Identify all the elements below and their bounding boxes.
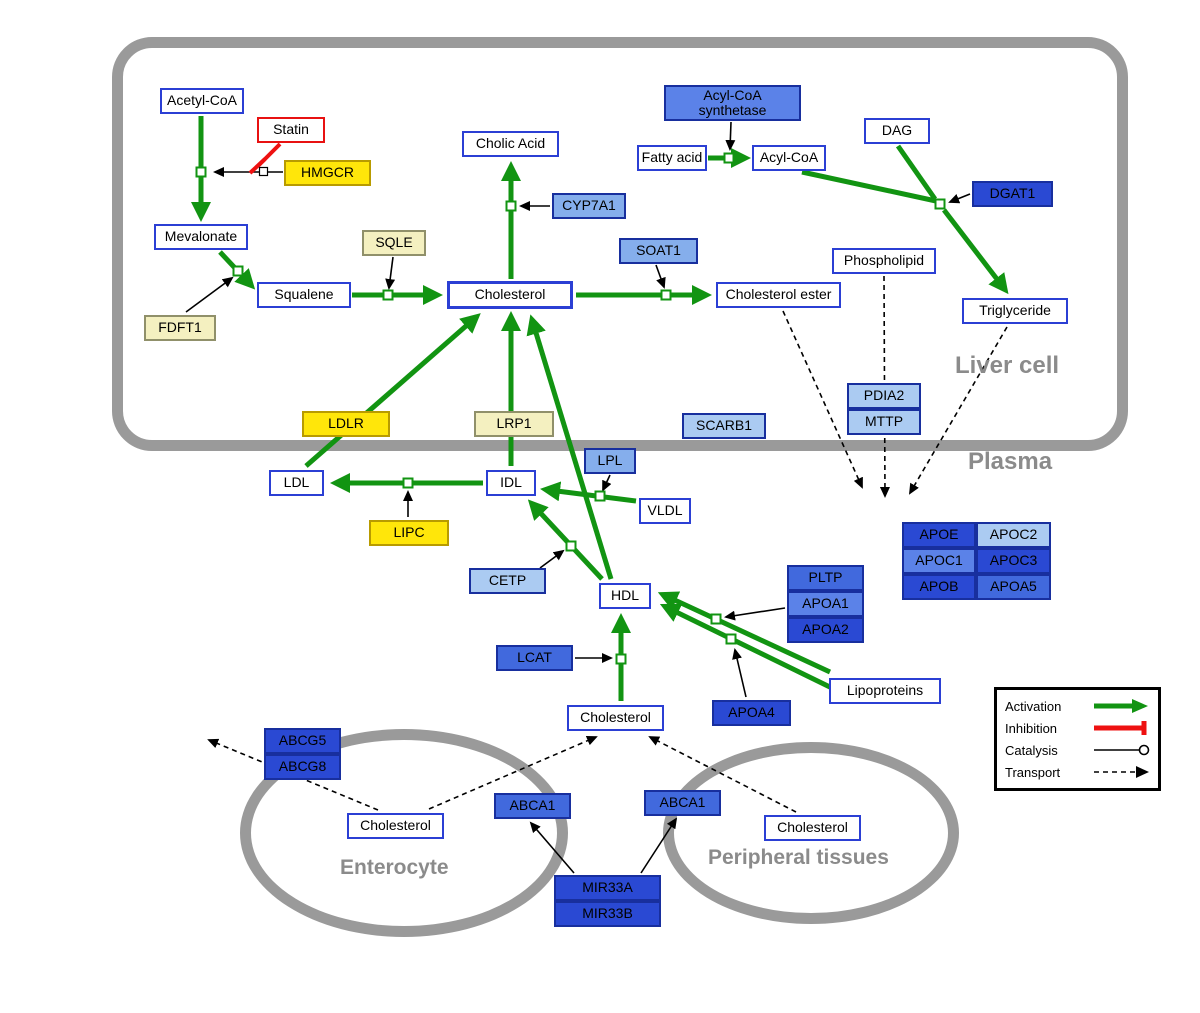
node-ldl[interactable]: LDL [269,470,324,496]
catalysis-line-icon [1094,744,1150,756]
node-lipc[interactable]: LIPC [369,520,449,546]
node-apoc1[interactable]: APOC1 [902,548,976,574]
node-apoa2[interactable]: APOA2 [787,617,864,643]
transport-arrow-icon [1094,766,1149,778]
node-lipoproteins[interactable]: Lipoproteins [829,678,941,704]
legend-row-catalysis: Catalysis [1005,739,1150,761]
node-acyl-coa-synthetase[interactable]: Acyl-CoA synthetase [664,85,801,121]
node-cholesterol-liver[interactable]: Cholesterol [447,281,573,309]
plasma-label: Plasma [968,448,1053,475]
legend-row-transport: Transport [1005,761,1150,783]
activation-arrow-icon [1094,699,1148,713]
node-hmgcr[interactable]: HMGCR [284,160,371,186]
node-acetyl-coa[interactable]: Acetyl-CoA [160,88,244,114]
node-apoa1[interactable]: APOA1 [787,591,864,617]
node-ldlr[interactable]: LDLR [302,411,390,437]
node-phospholipid[interactable]: Phospholipid [832,248,936,274]
node-dgat1[interactable]: DGAT1 [972,181,1053,207]
node-mevalonate[interactable]: Mevalonate [154,224,248,250]
node-apoa4[interactable]: APOA4 [712,700,791,726]
liver-cell-membrane [112,37,1128,451]
node-fatty-acid[interactable]: Fatty acid [637,145,707,171]
enterocyte-label: Enterocyte [340,856,449,879]
node-soat1[interactable]: SOAT1 [619,238,698,264]
node-hdl[interactable]: HDL [599,583,651,609]
node-lpl[interactable]: LPL [584,448,636,474]
peripheral-tissues-label: Peripheral tissues [708,846,889,869]
legend: Activation Inhibition Catalysis Transpor… [994,687,1161,791]
node-apoe[interactable]: APOE [902,522,976,548]
inhibition-tbar-icon [1094,721,1147,735]
node-abca1-peripheral[interactable]: ABCA1 [644,790,721,816]
node-cyp7a1[interactable]: CYP7A1 [552,193,626,219]
node-abcg8[interactable]: ABCG8 [264,754,341,780]
legend-catalysis-label: Catalysis [1005,742,1058,758]
node-pltp[interactable]: PLTP [787,565,864,591]
node-abcg5[interactable]: ABCG5 [264,728,341,754]
node-dag[interactable]: DAG [864,118,930,144]
node-cholesterol-peripheral[interactable]: Cholesterol [764,815,861,841]
node-cholic-acid[interactable]: Cholic Acid [462,131,559,157]
node-lcat[interactable]: LCAT [496,645,573,671]
node-apoa5[interactable]: APOA5 [976,574,1051,600]
legend-inhibition-label: Inhibition [1005,720,1058,736]
legend-row-inhibition: Inhibition [1005,717,1150,739]
legend-row-activation: Activation [1005,695,1150,717]
node-cholesterol-enterocyte[interactable]: Cholesterol [347,813,444,839]
node-triglyceride[interactable]: Triglyceride [962,298,1068,324]
node-apoc2[interactable]: APOC2 [976,522,1051,548]
node-cetp[interactable]: CETP [469,568,546,594]
node-mttp[interactable]: MTTP [847,409,921,435]
node-pdia2[interactable]: PDIA2 [847,383,921,409]
node-vldl[interactable]: VLDL [639,498,691,524]
legend-transport-label: Transport [1005,764,1061,780]
node-apoc3[interactable]: APOC3 [976,548,1051,574]
node-abca1-enterocyte[interactable]: ABCA1 [494,793,571,819]
node-acyl-coa[interactable]: Acyl-CoA [752,145,826,171]
liver-cell-label: Liver cell [955,352,1060,379]
node-fdft1[interactable]: FDFT1 [144,315,216,341]
node-squalene[interactable]: Squalene [257,282,351,308]
node-mir33b[interactable]: MIR33B [554,901,661,927]
node-mir33a[interactable]: MIR33A [554,875,661,901]
node-sqle[interactable]: SQLE [362,230,426,256]
node-apob[interactable]: APOB [902,574,976,600]
node-cholesterol-plasma[interactable]: Cholesterol [567,705,664,731]
node-cholesterol-ester[interactable]: Cholesterol ester [716,282,841,308]
node-statin[interactable]: Statin [257,117,325,143]
node-lrp1[interactable]: LRP1 [474,411,554,437]
node-scarb1[interactable]: SCARB1 [682,413,766,439]
legend-activation-label: Activation [1005,698,1062,714]
node-idl[interactable]: IDL [486,470,536,496]
